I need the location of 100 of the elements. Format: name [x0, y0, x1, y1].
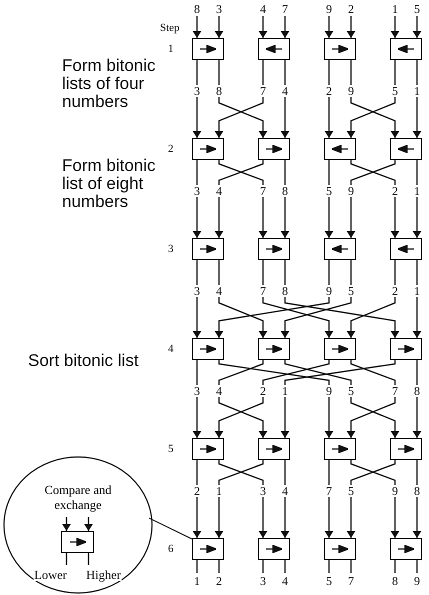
edge-label: 4	[215, 385, 223, 398]
edge-label: 5	[347, 485, 355, 498]
edge-label: 1	[193, 575, 201, 587]
edge-label: 3	[193, 85, 201, 98]
arrow	[324, 60, 334, 138]
arrow	[218, 360, 268, 438]
compare-exchange-box	[192, 38, 224, 60]
edge-label: 8	[391, 575, 399, 587]
arrow	[192, 360, 202, 438]
edge-label: 5	[347, 385, 355, 398]
edge-label: 1	[413, 85, 421, 98]
edge-label: 2	[391, 185, 399, 198]
step-heading: Step	[160, 22, 180, 34]
edge-label: 2	[391, 285, 399, 298]
step-number: 5	[168, 443, 174, 455]
step-number: 2	[168, 143, 174, 155]
callout-text: Compare and exchange	[44, 483, 112, 513]
arrow	[346, 260, 396, 338]
edge-label: 7	[325, 485, 333, 498]
edge-label: 1	[391, 3, 399, 15]
compare-exchange-box	[192, 338, 224, 360]
edge-label: 2	[215, 575, 223, 587]
line	[262, 560, 264, 573]
compare-exchange-box	[192, 138, 224, 160]
arrow	[412, 16, 422, 38]
line	[218, 560, 220, 573]
line	[196, 560, 198, 573]
step-number: 3	[168, 243, 174, 255]
compare-exchange-box	[258, 238, 290, 260]
compare-exchange-box	[61, 531, 94, 553]
edge-label: 2	[259, 385, 267, 398]
line	[284, 560, 286, 573]
edge-label: 2	[347, 3, 355, 15]
arrow	[346, 16, 356, 38]
arrow	[280, 60, 290, 138]
arrow	[192, 260, 202, 338]
edge-label: 8	[281, 285, 289, 298]
compare-exchange-box	[324, 338, 356, 360]
compare-exchange-box	[192, 438, 224, 460]
edge-label: Higher	[85, 569, 122, 581]
arrow	[258, 16, 268, 38]
edge-label: 3	[215, 3, 223, 15]
arrow	[262, 260, 334, 338]
edge-label: 5	[325, 185, 333, 198]
edge-label: 2	[325, 85, 333, 98]
edge-label: 5	[413, 3, 421, 15]
edge-label: 7	[391, 385, 399, 398]
arrow	[284, 260, 400, 338]
arrow	[280, 260, 352, 338]
compare-exchange-box	[192, 238, 224, 260]
edge-label: 9	[325, 385, 333, 398]
edge-label: Lower	[33, 569, 68, 581]
compare-exchange-box	[390, 338, 422, 360]
arrow	[346, 360, 396, 438]
arrow	[412, 360, 422, 438]
arrow	[192, 60, 202, 138]
arrow	[324, 460, 334, 538]
arrow	[390, 16, 400, 38]
edge-label: 8	[413, 485, 421, 498]
arrow	[214, 260, 330, 338]
compare-exchange-box	[258, 338, 290, 360]
edge-label: 9	[413, 575, 421, 587]
arrow	[280, 460, 290, 538]
compare-exchange-box	[390, 238, 422, 260]
leader-line	[148, 518, 192, 540]
edge-label: 5	[347, 285, 355, 298]
arrow	[280, 16, 290, 38]
edge-label: 8	[215, 85, 223, 98]
edge-label: 1	[215, 485, 223, 498]
compare-exchange-box	[258, 538, 290, 560]
edge-label: 4	[281, 85, 289, 98]
edge-label: 8	[193, 3, 201, 15]
line	[88, 553, 90, 565]
edge-label: 3	[193, 385, 201, 398]
callout-ellipse	[3, 456, 153, 594]
edge-label: 3	[193, 185, 201, 198]
step-number: 6	[168, 543, 174, 555]
edge-label: 5	[325, 575, 333, 587]
edge-label: 9	[391, 485, 399, 498]
edge-label: 8	[413, 385, 421, 398]
compare-exchange-box	[324, 38, 356, 60]
edge-label: 1	[413, 285, 421, 298]
arrow	[218, 260, 268, 338]
line	[416, 560, 418, 573]
arrow	[280, 160, 290, 238]
edge-label: 1	[281, 385, 289, 398]
compare-exchange-box	[324, 438, 356, 460]
edge-label: 7	[259, 285, 267, 298]
edge-label: 5	[391, 85, 399, 98]
arrow	[214, 16, 224, 38]
line	[328, 560, 330, 573]
compare-exchange-box	[390, 438, 422, 460]
edge-label: 4	[281, 575, 289, 587]
arrow	[84, 517, 93, 531]
edge-label: 4	[215, 285, 223, 298]
phase-label: Sort bitonic list	[28, 352, 139, 370]
edge-label: 3	[259, 485, 267, 498]
edge-label: 1	[413, 185, 421, 198]
edge-label: 2	[193, 485, 201, 498]
edge-label: 9	[347, 185, 355, 198]
